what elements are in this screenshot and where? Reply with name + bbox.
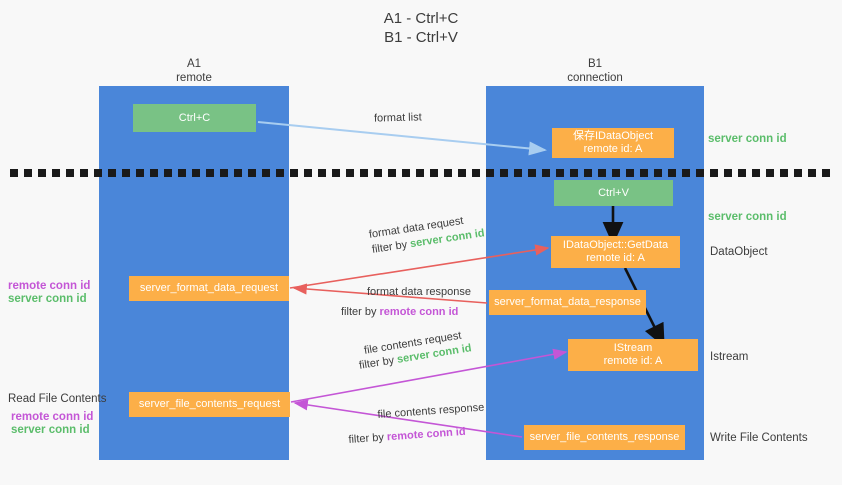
- filter-prefix-2: filter by: [341, 306, 380, 318]
- right-label-write-file-contents: Write File Contents: [710, 432, 808, 444]
- right-label-istream: Istream: [710, 351, 749, 363]
- node-ctrl-c[interactable]: Ctrl+C: [133, 104, 256, 132]
- node-ctrl-v-label: Ctrl+V: [598, 186, 629, 199]
- column-header-b1: B1 connection: [567, 58, 623, 84]
- node-getdata[interactable]: IDataObject::GetData remote id: A: [551, 236, 680, 268]
- node-server-format-data-response-label: server_format_data_response: [494, 296, 641, 308]
- edge-label-format-list: format list: [373, 111, 422, 125]
- node-save-idataobject[interactable]: 保存IDataObject remote id: A: [552, 128, 674, 158]
- filter-key-remote-conn-id-1: remote conn id: [379, 306, 459, 318]
- left-label-remote-conn-id-1: remote conn id: [8, 280, 91, 292]
- edge-label-file-contents-response: file contents response: [377, 401, 485, 421]
- page-title: A1 - Ctrl+C B1 - Ctrl+V: [383, 10, 459, 46]
- node-save-idataobject-line1: 保存IDataObject: [572, 130, 654, 142]
- dashed-separator-line: [10, 169, 834, 177]
- node-server-file-contents-response[interactable]: server_file_contents_response: [524, 425, 685, 450]
- node-ctrl-c-label: Ctrl+C: [178, 111, 211, 124]
- node-server-file-contents-request-label: server_file_contents_request: [138, 398, 281, 410]
- filter-prefix-1: filter by: [371, 238, 412, 256]
- node-server-format-data-request[interactable]: server_format_data_request: [129, 276, 289, 301]
- left-label-remote-conn-id-2: remote conn id: [11, 411, 94, 423]
- right-label-server-conn-id-top: server conn id: [708, 133, 787, 145]
- node-istream[interactable]: IStream remote id: A: [568, 339, 698, 371]
- node-istream-line2: remote id: A: [603, 355, 663, 367]
- node-save-idataobject-line2: remote id: A: [583, 143, 643, 155]
- filter-prefix-4: filter by: [348, 431, 388, 446]
- left-label-read-file-contents: Read File Contents: [8, 393, 107, 405]
- node-istream-line1: IStream: [613, 342, 653, 354]
- left-label-server-conn-id-1: server conn id: [8, 293, 87, 305]
- node-server-format-data-request-label: server_format_data_request: [139, 282, 279, 294]
- edge-label-format-data-response-filter: filter by remote conn id: [341, 305, 458, 319]
- left-label-server-conn-id-2: server conn id: [11, 424, 90, 436]
- column-header-a1: A1 remote: [176, 58, 212, 84]
- node-server-file-contents-response-label: server_file_contents_response: [529, 431, 680, 443]
- edge-label-file-contents-response-filter: filter by remote conn id: [348, 425, 466, 447]
- filter-key-remote-conn-id-2: remote conn id: [386, 425, 466, 444]
- node-ctrl-v[interactable]: Ctrl+V: [554, 180, 673, 206]
- node-server-format-data-response[interactable]: server_format_data_response: [489, 290, 646, 315]
- node-getdata-line2: remote id: A: [586, 252, 645, 264]
- node-getdata-line1: IDataObject::GetData: [562, 239, 669, 251]
- node-server-file-contents-request[interactable]: server_file_contents_request: [129, 392, 290, 417]
- edge-label-format-data-response: format data response: [367, 286, 471, 298]
- right-label-server-conn-id-second: server conn id: [708, 211, 787, 223]
- right-label-dataobject: DataObject: [710, 246, 768, 258]
